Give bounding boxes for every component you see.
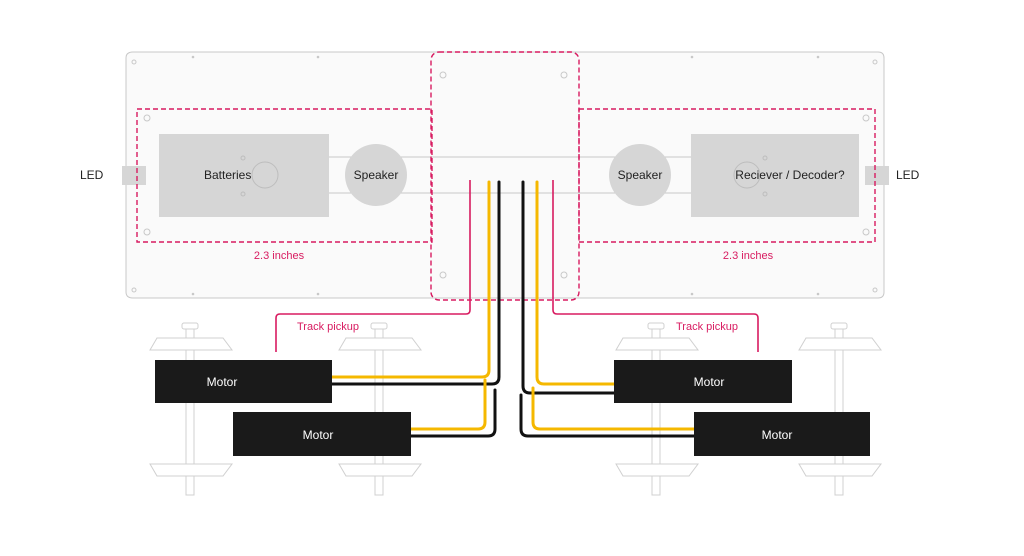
speaker-right	[609, 144, 671, 206]
motor-2-label: Motor	[303, 428, 334, 442]
wire-power-motor-4	[531, 386, 696, 431]
led-right-block	[865, 166, 889, 185]
wheel-axles	[149, 322, 882, 496]
motor-4-label: Motor	[762, 428, 793, 442]
batteries-label: Batteries	[204, 168, 251, 182]
track-pickup-wire-left	[275, 180, 471, 352]
speaker-left	[345, 144, 407, 206]
motor-1-block	[155, 360, 332, 403]
track-pickup-wire-right	[552, 180, 759, 352]
led-left-block	[122, 166, 146, 185]
batteries-screw-holes	[240, 155, 246, 197]
wire-ground-motor-3	[521, 180, 616, 395]
motor-1-label: Motor	[207, 375, 238, 389]
motor-wires	[330, 180, 696, 438]
chassis-screw-holes	[131, 59, 878, 293]
receiver-block	[691, 134, 859, 217]
receiver-mount-ring	[733, 161, 761, 189]
dimension-left-label: 2.3 inches	[254, 250, 305, 262]
speaker-right-label: Speaker	[618, 168, 663, 182]
track-pickup-left-label: Track pickup	[297, 321, 359, 333]
receiver-label: Reciever / Decoder?	[735, 168, 845, 182]
wire-power-motor-2	[409, 378, 487, 431]
led-left-label: LED	[80, 168, 104, 182]
led-right-label: LED	[896, 168, 920, 182]
speaker-left-label: Speaker	[354, 168, 399, 182]
left-bay-boundary	[136, 108, 433, 243]
motor-2-block	[233, 412, 411, 456]
motor-4-block	[694, 412, 870, 456]
right-bay-boundary	[578, 108, 876, 243]
receiver-screw-holes	[762, 155, 768, 197]
wire-power-motor-3	[535, 180, 616, 386]
center-bay-boundary	[430, 51, 580, 301]
chassis-outline	[125, 51, 885, 299]
wire-power-motor-1	[330, 180, 491, 379]
dimension-boundaries	[136, 51, 876, 301]
batteries-mount-ring	[251, 161, 279, 189]
batteries-block	[159, 134, 329, 217]
wire-ground-motor-2	[409, 388, 497, 438]
motor-3-label: Motor	[694, 375, 725, 389]
motor-3-block	[614, 360, 792, 403]
wire-ground-motor-4	[519, 393, 696, 438]
dimension-right-label: 2.3 inches	[723, 250, 774, 262]
track-pickup-right-label: Track pickup	[676, 321, 738, 333]
track-pickup-wires	[275, 180, 759, 352]
wire-ground-motor-1	[330, 180, 501, 386]
